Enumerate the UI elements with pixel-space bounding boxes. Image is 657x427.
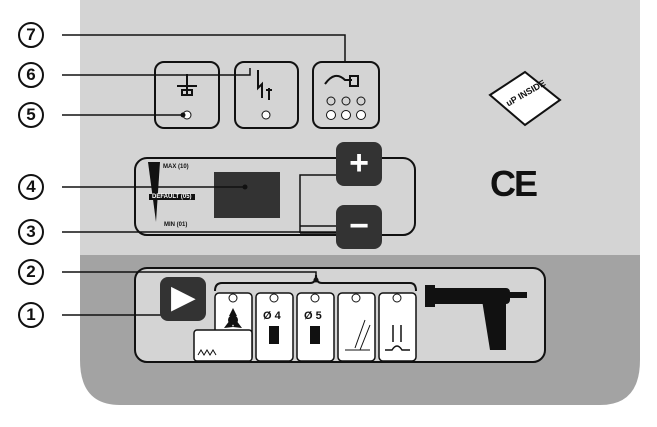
box-6	[234, 61, 299, 129]
callout-2: 2	[18, 259, 44, 285]
minus-button[interactable]: −	[336, 205, 382, 249]
weld-icon	[345, 319, 371, 351]
plus-button[interactable]: +	[336, 142, 382, 186]
gas-icon	[257, 70, 272, 100]
callout-1: 1	[18, 302, 44, 328]
mode-cards	[193, 292, 417, 362]
up-inside-chip-icon	[488, 70, 562, 127]
stud-icon	[177, 74, 197, 96]
callout-5: 5	[18, 102, 44, 128]
stud-4-icon	[269, 326, 279, 344]
welding-gun-icon	[425, 285, 527, 350]
start-button[interactable]: ▶	[160, 277, 206, 321]
diameter-5-label: Ø 5	[304, 310, 322, 322]
fan-icon	[224, 308, 242, 328]
diameter-4-label: Ø 4	[263, 310, 281, 322]
max-label: MAX (10)	[163, 164, 189, 170]
min-label: MIN (01)	[164, 222, 188, 228]
level-group	[134, 157, 416, 236]
callout-6: 6	[18, 62, 44, 88]
display	[214, 172, 280, 218]
power-plug-icon	[324, 74, 359, 87]
callout-4: 4	[18, 174, 44, 200]
default-label: DEFAULT (05)	[149, 194, 195, 200]
level-wedge	[148, 162, 160, 222]
stud-5-icon	[310, 326, 320, 344]
callout-3: 3	[18, 219, 44, 245]
led-6	[261, 110, 271, 120]
contact-icon	[385, 325, 410, 351]
ce-mark: CE	[490, 163, 538, 204]
callout-7: 7	[18, 22, 44, 48]
